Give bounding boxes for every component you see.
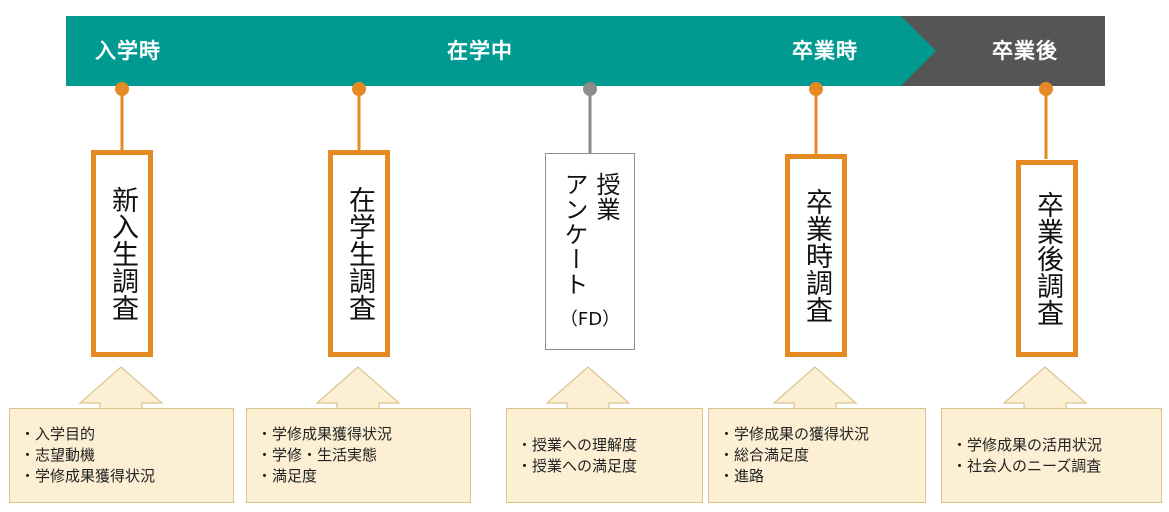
callout-arrow-2: [315, 366, 401, 410]
survey-box-new-student: 新入生調査: [91, 150, 153, 357]
callout-graduation: ・学修成果の獲得状況 ・総合満足度 ・進路: [708, 408, 926, 503]
phase-arrow-enrolled: [198, 16, 760, 86]
callout-item: ・社会人のニーズ調査: [952, 456, 1102, 475]
survey-box-graduation: 卒業時調査: [785, 154, 847, 357]
survey-title-new-student: 新入生調査: [107, 186, 138, 321]
callout-item: ・授業への理解度: [517, 435, 638, 454]
callout-item: ・学修成果獲得状況: [257, 425, 393, 443]
phase-arrow-after-graduation: [901, 16, 1105, 86]
callout-arrow-1: [78, 366, 164, 410]
survey-title-line-1: 授業: [592, 172, 620, 222]
connector-after-graduation: [1039, 82, 1053, 159]
connector-graduation: [809, 82, 823, 154]
callout-arrow-5: [1002, 366, 1088, 410]
callout-after-graduation: ・学修成果の活用状況 ・社会人のニーズ調査: [941, 408, 1162, 503]
survey-box-class-questionnaire: 授業 アンケート （FD）: [545, 153, 635, 350]
connector-enrolled-student: [352, 82, 366, 154]
callout-item: ・学修成果の活用状況: [952, 435, 1103, 454]
phase-label-after-graduation: 卒業後: [992, 39, 1058, 63]
callout-item: ・満足度: [257, 467, 318, 485]
survey-title-graduation: 卒業時調査: [801, 188, 832, 323]
callout-class-questionnaire: ・授業への理解度 ・授業への満足度: [506, 408, 703, 503]
callout-enrolled-student: ・学修成果獲得状況 ・学修・生活実態 ・満足度: [246, 408, 471, 503]
survey-box-after-graduation: 卒業後調査: [1016, 160, 1078, 357]
survey-title-enrolled-student: 在学生調査: [344, 186, 375, 321]
phase-label-graduation: 卒業時: [792, 39, 858, 63]
callout-item: ・入学目的: [20, 425, 96, 443]
survey-title-after-graduation: 卒業後調査: [1032, 191, 1063, 326]
phase-arrow-graduation: [723, 16, 938, 86]
callout-item: ・志望動機: [20, 446, 96, 464]
callout-item: ・進路: [719, 467, 765, 485]
phase-label-enrolled: 在学中: [447, 39, 513, 63]
callout-arrow-4: [772, 366, 858, 410]
callout-item: ・学修成果獲得状況: [20, 467, 156, 485]
survey-note-fd: （FD）: [559, 309, 621, 330]
callout-arrow-3: [545, 366, 631, 410]
survey-box-enrolled-student: 在学生調査: [328, 150, 390, 357]
phase-arrow-entrance: [66, 16, 234, 86]
callout-item: ・学修・生活実態: [257, 446, 378, 464]
survey-title-line-2: アンケート: [560, 172, 588, 297]
callout-item: ・授業への満足度: [517, 456, 638, 475]
connector-new-student: [115, 82, 129, 154]
callout-new-student: ・入学目的 ・志望動機 ・学修成果獲得状況: [9, 408, 234, 503]
callout-item: ・総合満足度: [719, 446, 810, 464]
phase-label-entrance: 入学時: [95, 39, 161, 63]
connector-class-survey: [583, 82, 597, 154]
callout-item: ・学修成果の獲得状況: [719, 425, 870, 443]
